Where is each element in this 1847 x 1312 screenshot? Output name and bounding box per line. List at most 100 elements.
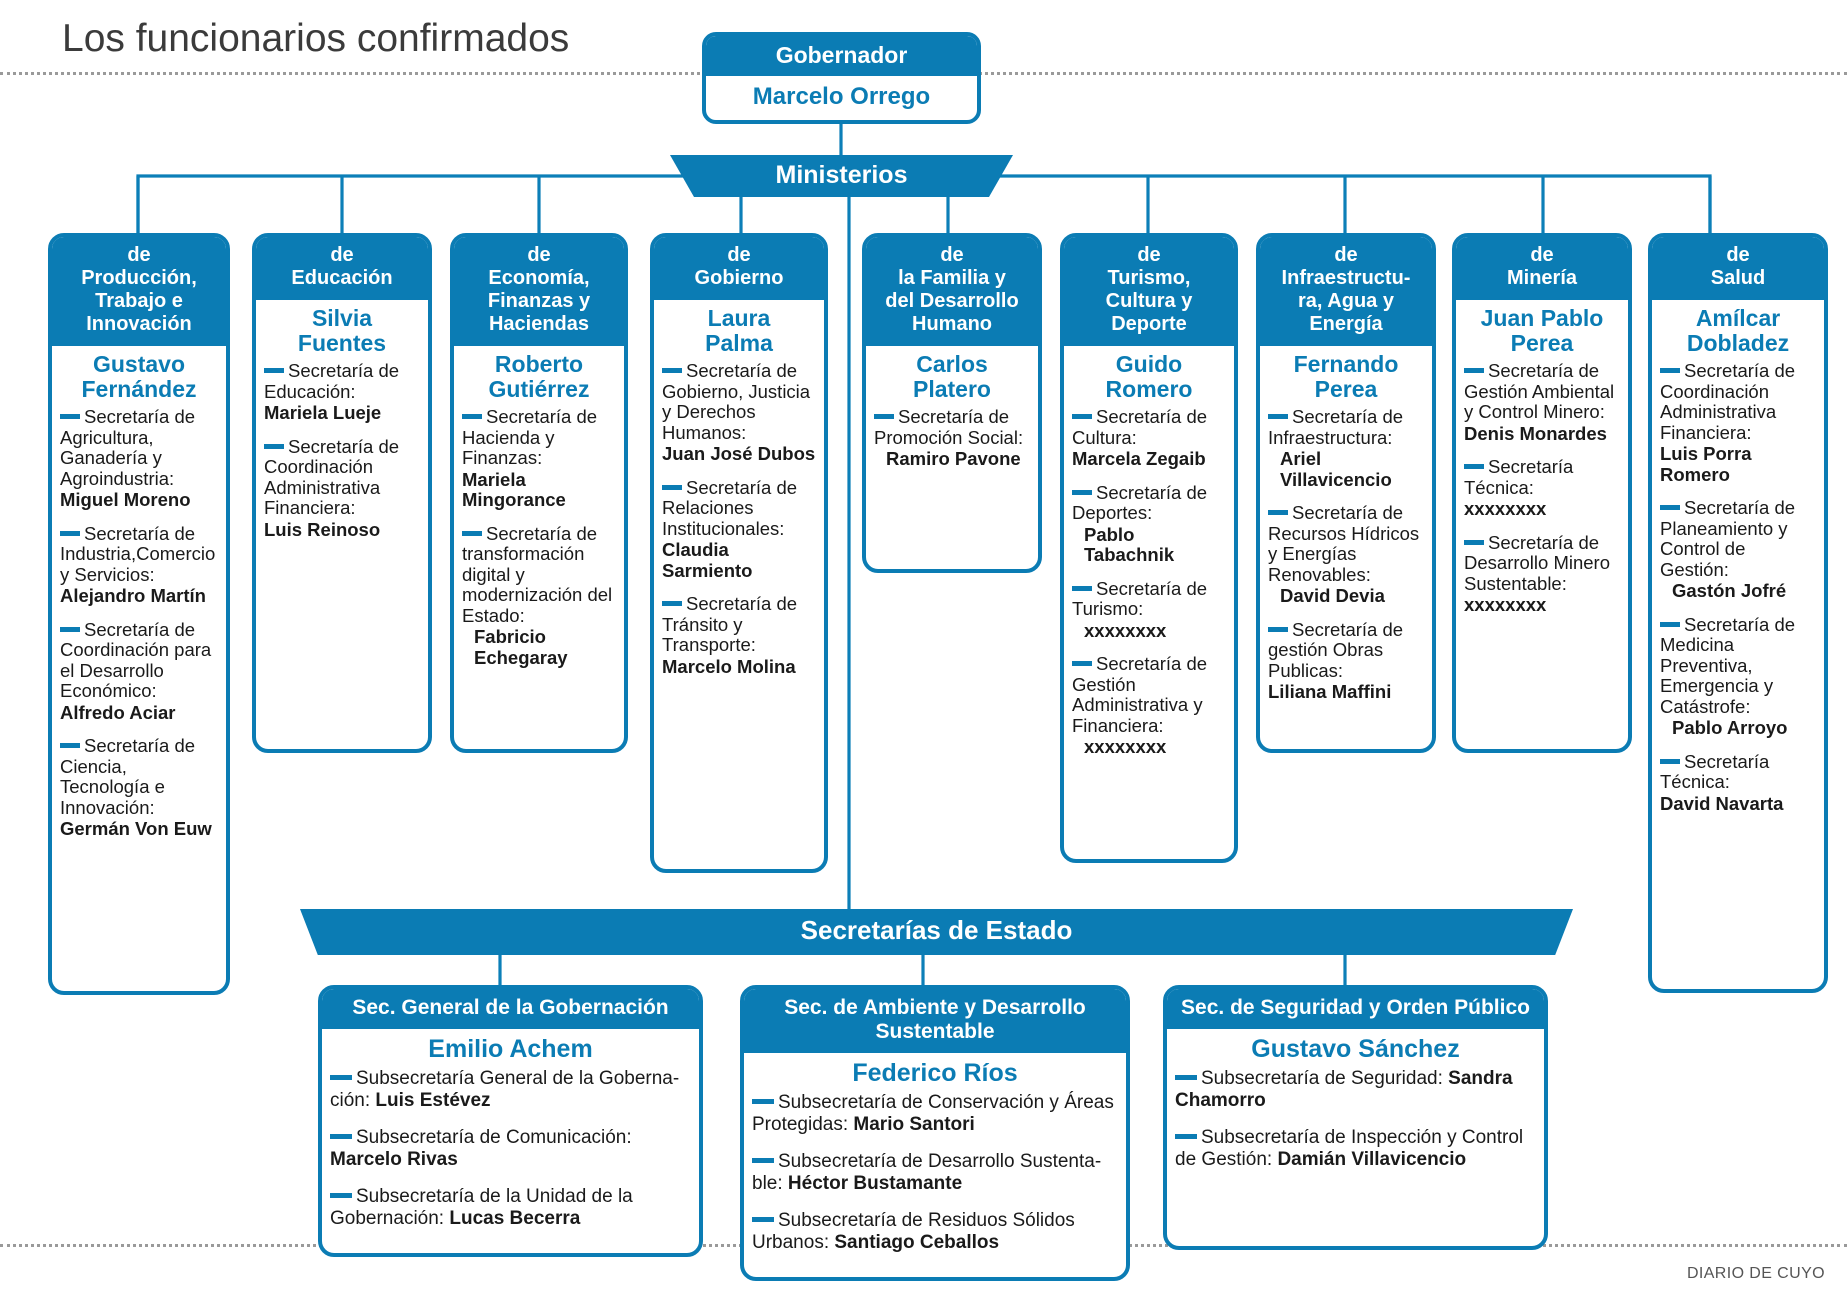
- secretariat-role: Secretaría de Turismo:: [1072, 577, 1208, 619]
- secretariat-officeholder: xxxxxxxx: [1084, 619, 1167, 641]
- ministries-banner: Ministerios: [670, 155, 1013, 197]
- secretariat-item[interactable]: Secretaría de gestión Obras Publicas:Lil…: [1268, 618, 1426, 703]
- subsecretariat-role: Subsecretaría de Conservación y Áreas Pr…: [752, 1092, 1114, 1135]
- secretariat-item[interactable]: Secretaría de Recursos Hídricos y Energí…: [1268, 502, 1426, 607]
- secretariat-role: Secretaría de Infraestructura:: [1268, 406, 1404, 448]
- secretariat-officeholder: xxxxxxxx: [1464, 498, 1547, 519]
- bullet-dash-icon: [752, 1216, 774, 1222]
- subsecretariat-item[interactable]: Subsecretaría de Seguridad: Sandra Chamo…: [1175, 1068, 1536, 1112]
- bullet-dash-icon: [752, 1098, 774, 1104]
- secretariat-item[interactable]: Secretaría de Agricultura, Ganadería y A…: [60, 406, 220, 511]
- secretariat-item[interactable]: Secretaría de Gobierno, Justicia y Derec…: [662, 360, 818, 465]
- secretariat-item[interactable]: Secretaría de Relaciones Institucionales…: [662, 477, 818, 582]
- bullet-dash-icon: [1464, 368, 1484, 374]
- subsecretariat-role: Subsecretaría de Seguridad:: [1201, 1068, 1449, 1089]
- secretariat-item[interactable]: Secretaría de Infraestructura:Ariel Vill…: [1268, 406, 1426, 490]
- state-secretariat-card[interactable]: Sec. de Ambiente y Desarrollo Sustentabl…: [740, 985, 1130, 1281]
- subsecretariat-role: Subsecretaría de Residuos Sólidos Urbano…: [752, 1210, 1075, 1253]
- secretariat-role: Secretaría de Educación:: [264, 360, 400, 402]
- subsecretariat-item[interactable]: Subsecretaría de Inspección y Control de…: [1175, 1127, 1536, 1171]
- secretariat-item[interactable]: Secretaría de Tránsito y Transporte:Marc…: [662, 593, 818, 677]
- bullet-dash-icon: [1464, 464, 1484, 470]
- secretariat-officeholder: Juan José Dubos: [662, 443, 816, 464]
- secretariat-role: Secretaría de Agricultura, Ganadería y A…: [60, 406, 196, 489]
- secretariat-item[interactable]: Secretaría de Industria,Comercio y Servi…: [60, 523, 220, 607]
- secretariat-officeholder: Gastón Jofré: [1672, 580, 1787, 601]
- secretariat-item[interactable]: Secretaría de transformación digital y m…: [462, 523, 618, 669]
- bullet-dash-icon: [462, 530, 482, 536]
- secretariat-item[interactable]: Secretaría de Deportes:Pablo Tabachnik: [1072, 482, 1228, 566]
- secretariat-role: Secretaría de gestión Obras Publicas:: [1268, 618, 1404, 681]
- secretariat-item[interactable]: Secretaría de Turismo:xxxxxxxx: [1072, 577, 1228, 642]
- subsecretariat-officeholder: Lucas Becerra: [449, 1208, 581, 1229]
- state-secretariat-head-name: Emilio Achem: [428, 1035, 593, 1063]
- state-secretariat-head-name: Gustavo Sánchez: [1251, 1035, 1460, 1063]
- secretariat-item[interactable]: Secretaría Técnica:xxxxxxxx: [1464, 456, 1622, 520]
- secretariat-officeholder: Pablo Tabachnik: [1084, 523, 1175, 565]
- secretariat-officeholder: Denis Monardes: [1464, 422, 1607, 444]
- secretariat-item[interactable]: Secretaría de Cultura:Marcela Zegaib: [1072, 406, 1228, 470]
- secretariat-role: Secretaría de Coordinación Administrativ…: [1660, 360, 1796, 443]
- governor-name: Marcelo Orrego: [752, 83, 931, 110]
- subsecretariat-item[interactable]: Subsecretaría de Conservación y Áreas Pr…: [752, 1092, 1118, 1136]
- secretariat-role: Secretaría de Gestión Ambiental y Contro…: [1464, 360, 1615, 422]
- secretariat-officeholder: Alejandro Martín: [60, 585, 206, 606]
- secretariat-item[interactable]: Secretaría de Planeamiento y Control de …: [1660, 497, 1818, 602]
- subsecretariat-officeholder: Santiago Ceballos: [834, 1232, 1000, 1253]
- secretariat-role: Secretaría de Gestión Administrativa y F…: [1072, 653, 1208, 736]
- secretariat-item[interactable]: Secretaría de Medicina Preventiva, Emerg…: [1660, 614, 1818, 739]
- bullet-dash-icon: [1268, 626, 1288, 632]
- secretariat-item[interactable]: Secretaría de Educación:Mariela Lueje: [264, 360, 422, 424]
- governor-card[interactable]: Gobernador Marcelo Orrego: [702, 32, 981, 124]
- subsecretariat-role: Subsecretaría de Comunicación:: [356, 1127, 632, 1148]
- bullet-dash-icon: [662, 484, 682, 490]
- secretariat-item[interactable]: Secretaría de Promoción Social:Ramiro Pa…: [874, 406, 1032, 470]
- secretariat-item[interactable]: Secretaría de Coordinación Administrativ…: [264, 436, 422, 541]
- secretariat-role: Secretaría de Recursos Hídricos y Energí…: [1268, 502, 1420, 585]
- secretariat-item[interactable]: Secretaría de Coordinación para el Desar…: [60, 619, 220, 724]
- secretariat-item[interactable]: Secretaría Técnica:David Navarta: [1660, 751, 1818, 815]
- subsecretariat-item[interactable]: Subsecretaría de Residuos Sólidos Urbano…: [752, 1210, 1118, 1254]
- subsecretariat-item[interactable]: Subsecretaría General de la Goberna-ción…: [330, 1068, 691, 1112]
- secretariat-officeholder: Marcela Zegaib: [1072, 448, 1206, 469]
- secretariat-officeholder: Mariela Lueje: [264, 402, 382, 423]
- secretariat-role: Secretaría de Tránsito y Transporte:: [662, 593, 798, 655]
- subsecretariat-item[interactable]: Subsecretaría de Desarrollo Sustenta-ble…: [752, 1151, 1118, 1195]
- secretariat-officeholder: Luis Reinoso: [264, 518, 381, 540]
- secretariat-list: Secretaría de Gestión Ambiental y Contro…: [1456, 360, 1628, 635]
- secretariat-officeholder: Fabricio Echegaray: [474, 626, 568, 668]
- secretariat-item[interactable]: Secretaría de Coordinación Administrativ…: [1660, 360, 1818, 485]
- secretariat-item[interactable]: Secretaría de Gestión Administrativa y F…: [1072, 653, 1228, 758]
- bullet-dash-icon: [1072, 661, 1092, 667]
- publication-credit: DIARIO DE CUYO: [1686, 1265, 1825, 1282]
- state-secretariats-banner: Secretarías de Estado: [300, 909, 1573, 955]
- bullet-dash-icon: [60, 414, 80, 420]
- subsecretariat-item[interactable]: Subsecretaría de Comunicación: Marcelo R…: [330, 1127, 691, 1171]
- subsecretariat-item[interactable]: Subsecretaría de la Unidad de la Goberna…: [330, 1186, 691, 1230]
- secretariat-item[interactable]: Secretaría de Desarrollo Minero Sustenta…: [1464, 532, 1622, 616]
- subsecretariat-officeholder: Luis Estévez: [375, 1090, 491, 1111]
- secretariat-item[interactable]: Secretaría de Gestión Ambiental y Contro…: [1464, 360, 1622, 444]
- secretariat-role: Secretaría de Hacienda y Finanzas:: [462, 406, 598, 468]
- secretariat-item[interactable]: Secretaría de Hacienda y Finanzas:Mariel…: [462, 406, 618, 511]
- secretariat-item[interactable]: Secretaría de Ciencia, Tecnología e Inno…: [60, 735, 220, 840]
- secretariat-list: Secretaría de Infraestructura:Ariel Vill…: [1260, 406, 1432, 722]
